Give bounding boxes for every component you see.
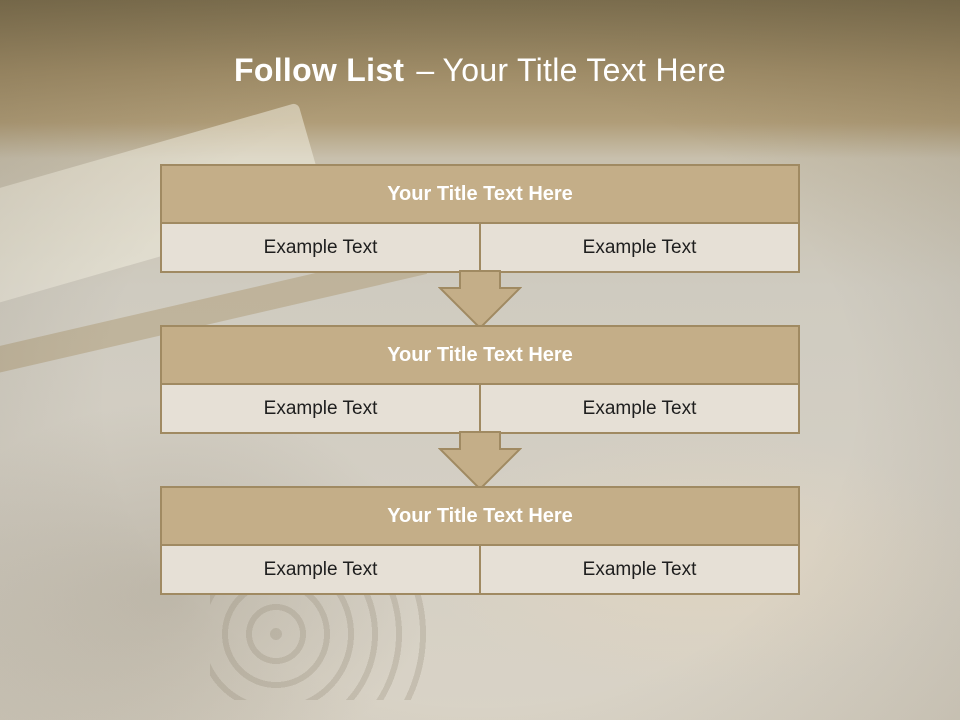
block-cell-left: Example Text [162,385,479,432]
block-header: Your Title Text Here [162,488,798,544]
block-row: Example Text Example Text [162,385,798,432]
list-block-2: Your Title Text Here Example Text Exampl… [160,325,800,434]
background-keys [210,590,430,700]
block-cell-right: Example Text [481,385,798,432]
block-row: Example Text Example Text [162,546,798,593]
block-cell-left: Example Text [162,546,479,593]
slide-title: Follow List–Your Title Text Here [0,52,960,89]
title-main: Follow List [234,52,405,88]
block-header: Your Title Text Here [162,327,798,383]
block-cell-right: Example Text [481,224,798,271]
block-row: Example Text Example Text [162,224,798,271]
list-block-3: Your Title Text Here Example Text Exampl… [160,486,800,595]
down-arrow-icon [438,431,522,491]
title-sub: Your Title Text Here [442,52,726,88]
down-arrow-icon [438,270,522,330]
block-cell-left: Example Text [162,224,479,271]
block-cell-right: Example Text [481,546,798,593]
block-header: Your Title Text Here [162,166,798,222]
title-separator: – [416,52,435,88]
list-block-1: Your Title Text Here Example Text Exampl… [160,164,800,273]
